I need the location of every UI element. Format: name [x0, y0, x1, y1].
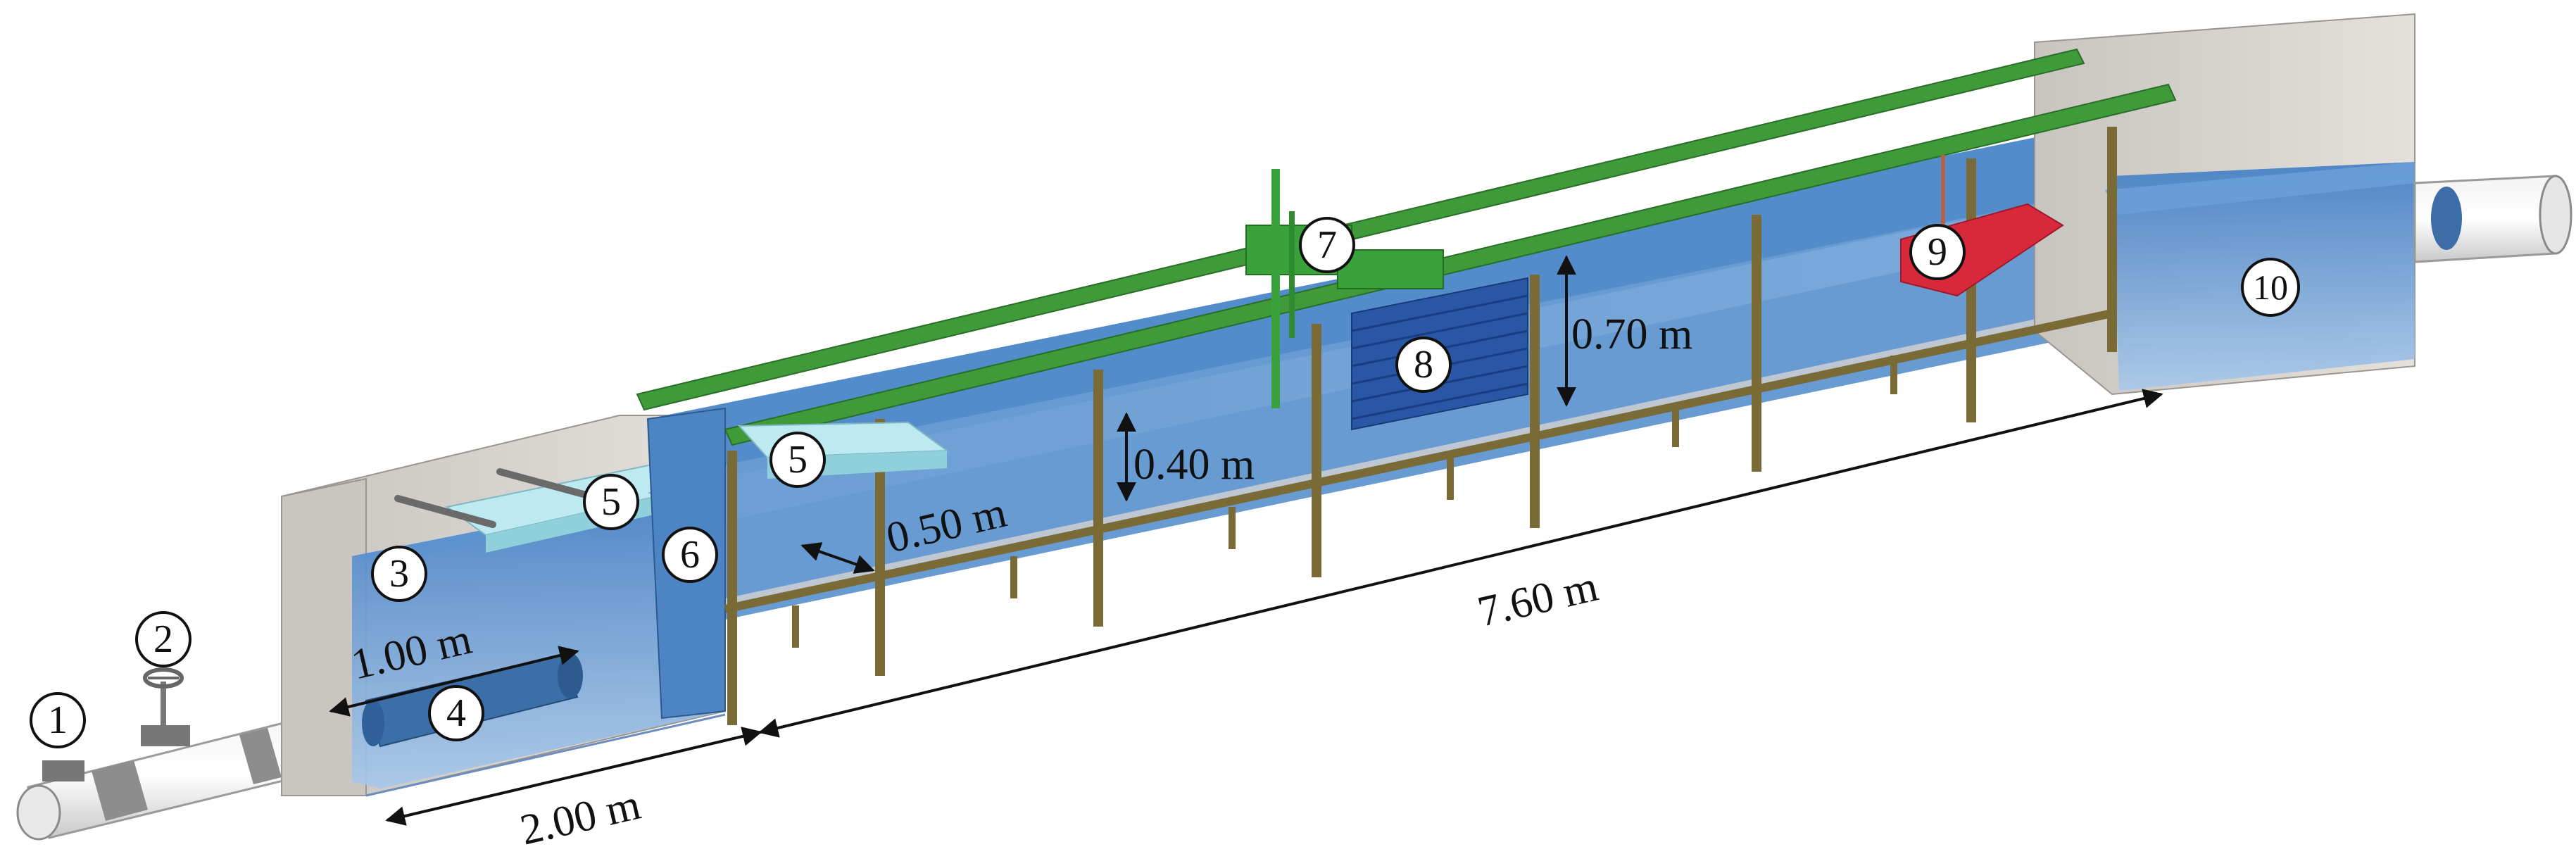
dim-label-water-depth: 0.40 m	[1133, 441, 1255, 489]
dim-label-inlet-length: 2.00 m	[516, 781, 645, 854]
callout-label-8: 8	[1414, 343, 1433, 387]
callout-5-tank: 5	[583, 474, 639, 530]
callout-3: 3	[371, 546, 427, 602]
dim-label-channel-length: 7.60 m	[1474, 563, 1602, 636]
callout-8: 8	[1395, 337, 1452, 393]
callout-label-3: 3	[389, 552, 409, 596]
callout-label-6: 6	[680, 533, 700, 577]
callout-1: 1	[30, 692, 86, 748]
callout-7: 7	[1299, 217, 1355, 273]
callout-9: 9	[1909, 224, 1966, 280]
dimension-lines	[329, 255, 2163, 826]
callout-label-9: 9	[1928, 230, 1947, 274]
callout-5-channel: 5	[769, 432, 826, 488]
carriage-rails	[636, 48, 2177, 446]
valve	[143, 667, 184, 732]
callout-label-4: 4	[446, 691, 466, 735]
callout-label-5-channel: 5	[788, 438, 808, 482]
callout-2: 2	[135, 611, 191, 667]
callout-label-10: 10	[2253, 268, 2288, 307]
callout-4: 4	[428, 685, 484, 741]
callout-6: 6	[662, 527, 718, 583]
callout-label-1: 1	[48, 698, 68, 742]
callout-label-5-tank: 5	[601, 480, 621, 524]
callout-label-2: 2	[153, 617, 173, 661]
callout-label-7: 7	[1317, 223, 1337, 267]
dim-label-channel-height: 0.70 m	[1571, 310, 1692, 358]
callout-10: 10	[2241, 258, 2300, 317]
